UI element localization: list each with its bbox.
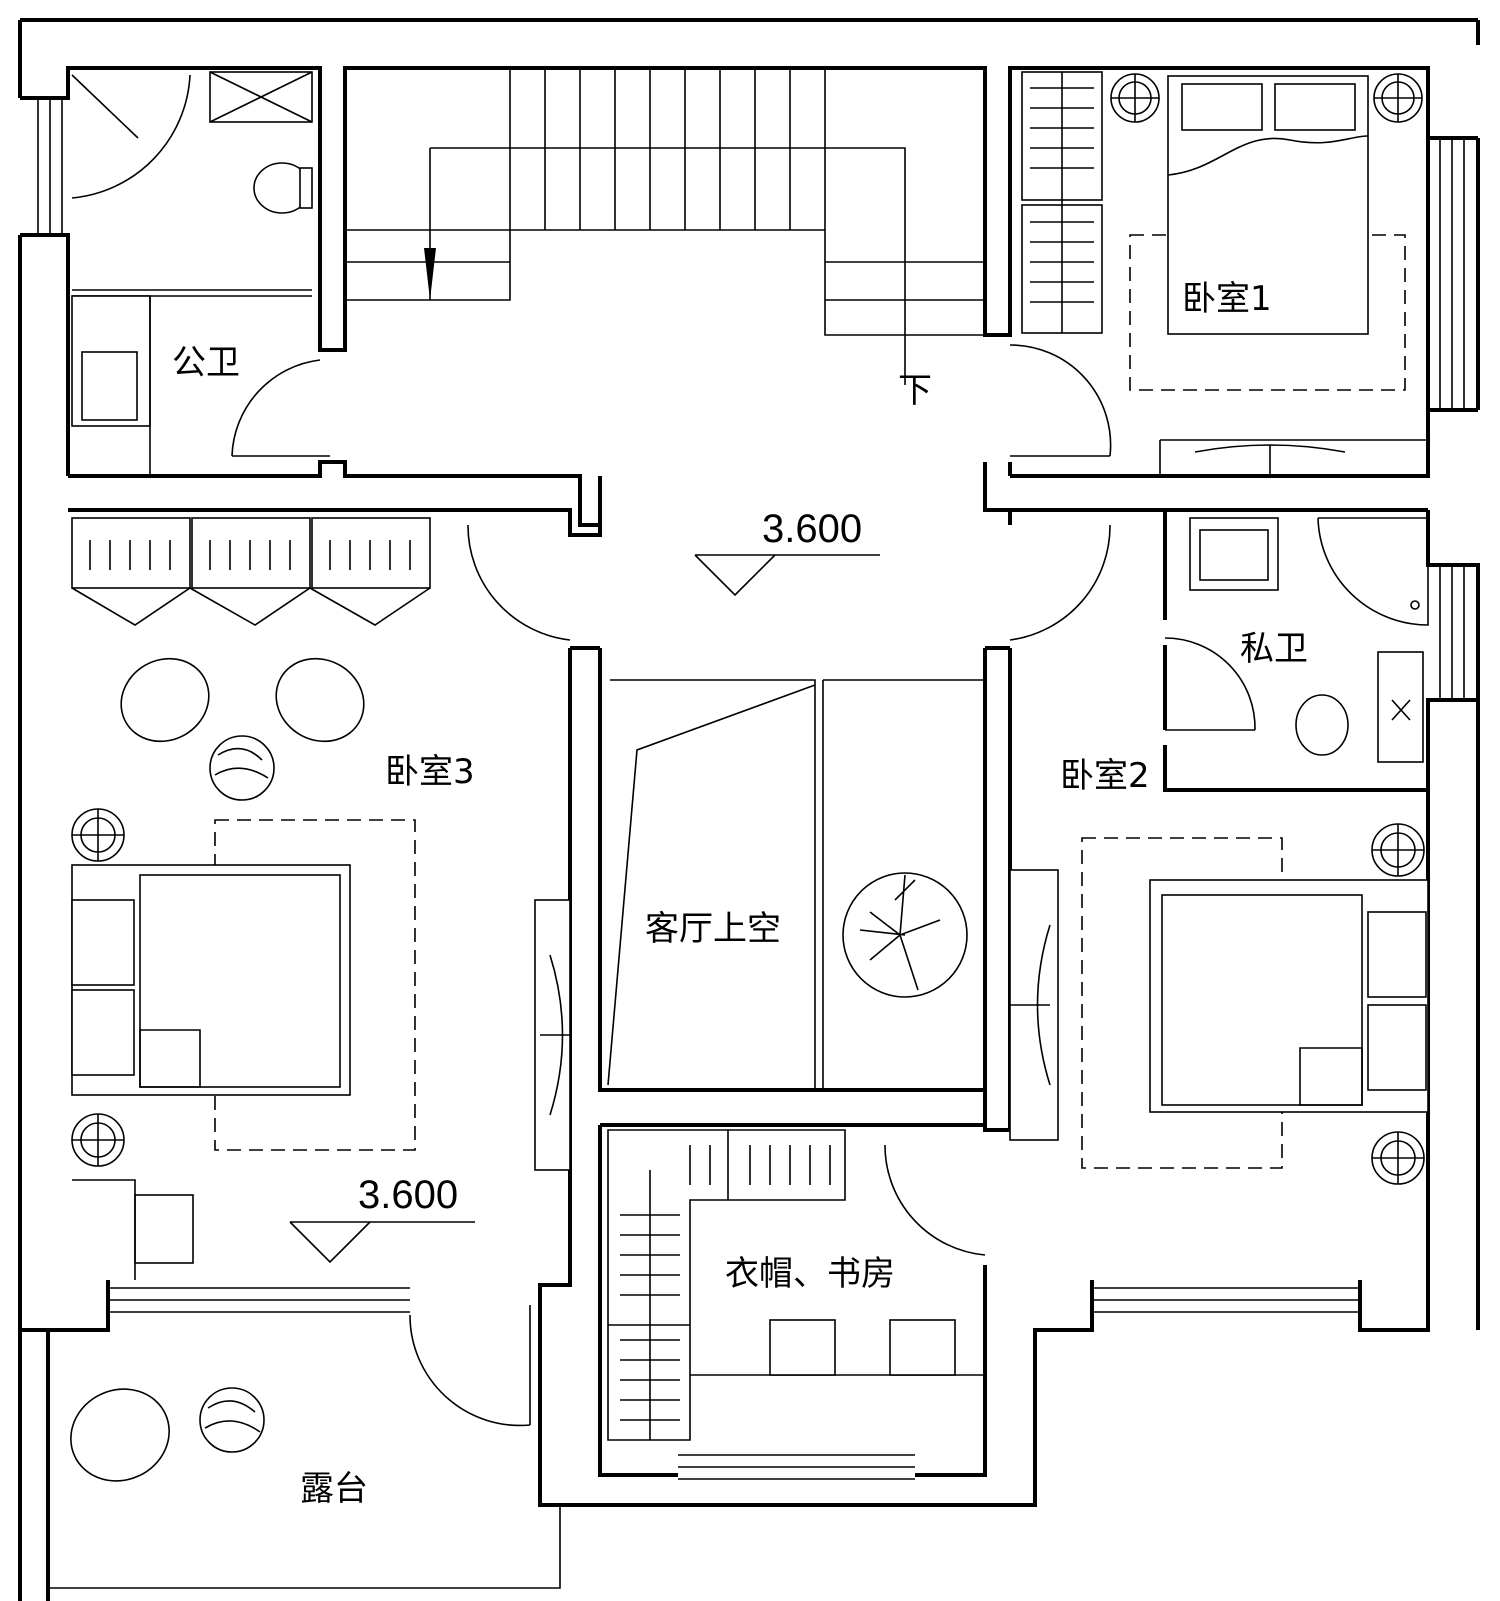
corridor-level-label: 3.600 — [762, 507, 862, 551]
closet-study-furniture — [607, 1129, 985, 1441]
bedroom3-label: 卧室3 — [385, 752, 475, 792]
bedroom3-furniture — [71, 517, 571, 1280]
windows — [37, 98, 1465, 1480]
living-void-label: 客厅上空 — [645, 909, 781, 949]
private-bath-fixtures — [1189, 517, 1429, 763]
doors — [231, 344, 1256, 1427]
terrace-label: 露台 — [300, 1469, 368, 1509]
terrace — [18, 1330, 561, 1601]
stair-down-label: 下 — [898, 371, 932, 411]
exterior-walls — [18, 18, 1480, 1332]
bedroom3-level-label: 3.600 — [358, 1173, 458, 1217]
bedroom2-label: 卧室2 — [1060, 756, 1150, 796]
private-bath-label: 私卫 — [1240, 629, 1308, 669]
bedroom3-level-marker — [289, 1221, 475, 1264]
closet-study-label: 衣帽、书房 — [725, 1254, 895, 1294]
corridor-level-marker — [694, 554, 880, 597]
interior-walls — [68, 460, 1428, 1507]
public-bath-label: 公卫 — [172, 343, 240, 383]
bedroom1-label: 卧室1 — [1182, 279, 1272, 319]
bedroom2-furniture — [1009, 823, 1429, 1185]
public-bath-fixtures — [71, 71, 313, 476]
staircase — [345, 68, 985, 385]
bedroom1-furniture — [1021, 71, 1428, 476]
living-void — [607, 679, 985, 1090]
